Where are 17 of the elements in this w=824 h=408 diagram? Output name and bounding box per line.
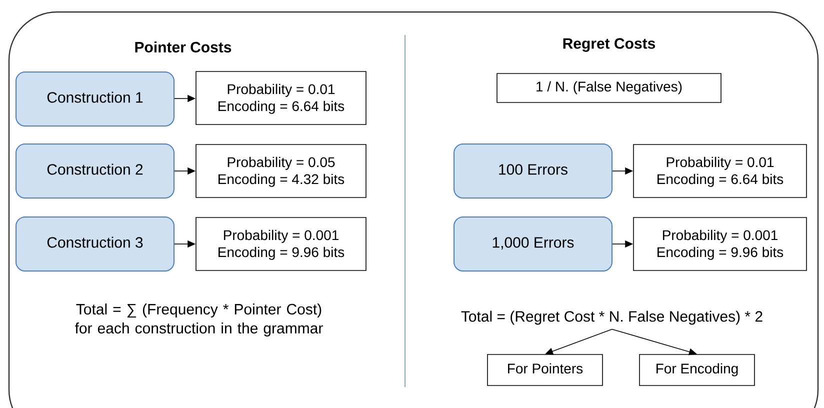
value-box: 1 / N. (False Negatives) bbox=[496, 73, 722, 103]
process-box: 100 Errors bbox=[454, 144, 612, 198]
value-box: Probability = 0.01 Encoding = 6.64 bits bbox=[633, 144, 807, 198]
value-box: Probability = 0.01 Encoding = 6.64 bits bbox=[196, 71, 366, 125]
process-box: 1,000 Errors bbox=[454, 216, 612, 272]
formula-text: Total = (Regret Cost * N. False Negatives) * 2 bbox=[461, 310, 762, 325]
section-heading: Regret Costs bbox=[563, 38, 656, 52]
value-box: Probability = 0.001 Encoding = 9.96 bits bbox=[633, 217, 807, 271]
value-box: For Pointers bbox=[487, 354, 603, 386]
value-box: For Encoding bbox=[639, 354, 755, 386]
formula-text: Total = ∑ (Frequency * Pointer Cost) for each construction in the grammar bbox=[75, 304, 323, 336]
process-box: Construction 3 bbox=[16, 216, 174, 272]
value-box: Probability = 0.05 Encoding = 4.32 bits bbox=[196, 144, 366, 198]
process-box: Construction 1 bbox=[16, 72, 174, 126]
value-box: Probability = 0.001 Encoding = 9.96 bits bbox=[196, 217, 366, 271]
section-heading: Pointer Costs bbox=[135, 42, 232, 52]
process-box: Construction 2 bbox=[16, 144, 174, 198]
